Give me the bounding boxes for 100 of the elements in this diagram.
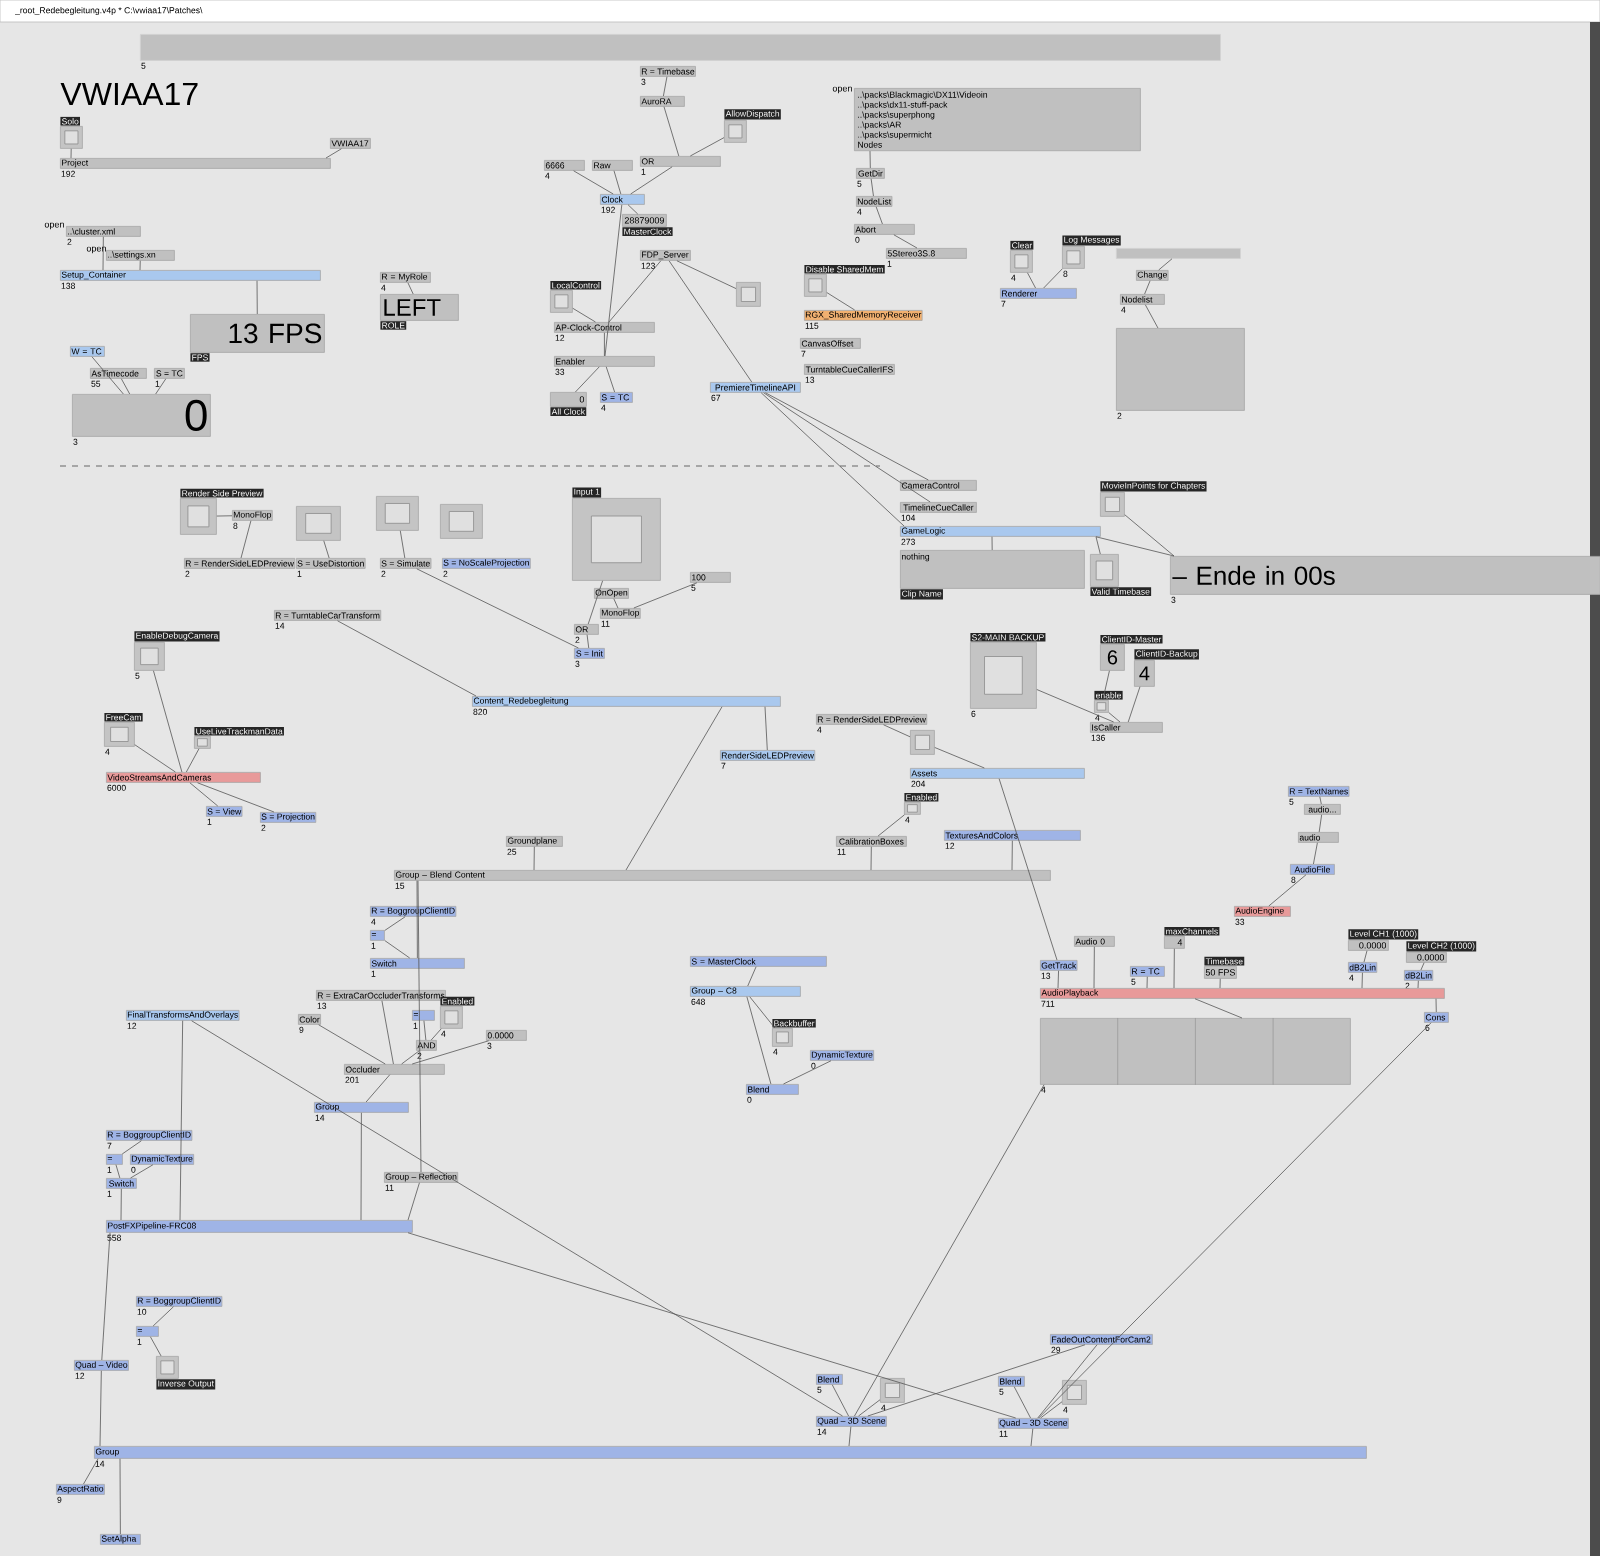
patch-cord [572, 307, 596, 323]
patch-cord [587, 580, 603, 625]
patch-cord [760, 392, 905, 527]
patch-cord [586, 634, 590, 649]
patch-cord [1268, 874, 1307, 907]
patch-cord [115, 1164, 121, 1179]
patch-cord [627, 204, 639, 215]
patch-cord [875, 206, 883, 225]
patch-cord [934, 747, 985, 769]
patch-cord [883, 724, 911, 738]
patch-cord [325, 148, 342, 159]
patch-cord [119, 1458, 121, 1535]
patch-cord [854, 1084, 1045, 1417]
patch-cord [613, 170, 622, 195]
patch-cord [240, 520, 252, 559]
patch-cord [417, 880, 422, 1173]
patch-cord [749, 996, 776, 1029]
patch-cord [1011, 840, 1013, 871]
patch-cord [1318, 814, 1323, 833]
patch-cord [1435, 998, 1437, 1013]
patch-cord [1313, 842, 1318, 865]
patch-cord [185, 748, 200, 773]
patch-cord [150, 1336, 162, 1357]
patch-cord [991, 536, 993, 551]
patch-cord [411, 1040, 490, 1065]
patch-cord [153, 670, 183, 773]
value-display: 4 [1134, 660, 1155, 687]
patch-cord [848, 1426, 852, 1447]
patch-cord [689, 137, 725, 157]
patch-cord [139, 260, 141, 271]
patch-cord [399, 530, 406, 559]
patch-cord [337, 620, 477, 697]
patch-cord [1037, 1344, 1098, 1419]
patch-cord [1093, 946, 1095, 989]
patch-cord [893, 234, 918, 249]
patch-cord [101, 1232, 111, 1361]
patch-cord [323, 540, 330, 559]
patch-cord [663, 76, 668, 97]
patch-cord [1095, 536, 1101, 555]
patch-cord [1420, 962, 1425, 971]
patch-cord [746, 996, 772, 1085]
patch-cord [858, 1399, 881, 1417]
patch-cord [869, 150, 871, 169]
patch-cord [633, 582, 698, 609]
patch-cord [1158, 258, 1173, 271]
patch-cord [189, 782, 219, 807]
patch-cord [120, 1188, 122, 1221]
patch-cord [1363, 950, 1368, 963]
toggle-box [910, 730, 935, 755]
value-display: 0 [72, 394, 211, 437]
patch-cord [179, 1020, 184, 1221]
patch-cord [573, 170, 614, 195]
patch-cord [826, 292, 856, 311]
patch-cord [121, 1140, 142, 1155]
patch-cord [1124, 514, 1175, 557]
patch-cord [613, 598, 619, 609]
patch-cord [91, 356, 124, 395]
patch-cord [604, 204, 623, 357]
patch-cord [1194, 998, 1243, 1019]
patch-cord [1319, 796, 1322, 805]
patch-cord [763, 392, 931, 503]
patch-cord [416, 568, 579, 649]
patch-cord [831, 1384, 849, 1417]
patch-cord [668, 260, 753, 383]
patch-cord [83, 1458, 99, 1485]
patch-cord [998, 778, 1058, 961]
patch-cord [1127, 686, 1141, 723]
empty-bar [1116, 248, 1241, 259]
patch-cord [747, 966, 757, 987]
patch-cord [1417, 980, 1419, 989]
patch-cord [102, 236, 104, 271]
patch-cord [870, 178, 874, 197]
patch-cord [318, 1024, 386, 1065]
patch-cord [152, 1306, 174, 1327]
patch-cord [120, 378, 131, 395]
patch-cord [197, 782, 275, 813]
patch-cord [605, 366, 615, 393]
patch-cord [630, 166, 673, 195]
patch-cord [1038, 1022, 1432, 1419]
patch-cord [765, 392, 929, 481]
patch-cord [783, 1060, 832, 1085]
value-display: LEFT [380, 294, 459, 321]
patch-cord [533, 846, 535, 871]
patch-cord [1043, 268, 1063, 289]
patch-title: VWIAA17 [60, 83, 198, 105]
patch-cord [423, 1020, 427, 1041]
value-display: 6 [1100, 644, 1125, 671]
patch-cord [1030, 1428, 1034, 1447]
patch-cord [604, 332, 605, 357]
patch-cord [1027, 272, 1036, 289]
patch-cord [764, 706, 768, 751]
patch-cord [99, 1370, 102, 1447]
patch-cord [70, 148, 72, 159]
patch-cord [407, 1232, 1017, 1419]
patch-cord [1040, 1401, 1063, 1419]
patch-cord [877, 814, 905, 837]
patch-cord [155, 378, 167, 395]
patch-cord [1102, 670, 1110, 701]
file-list [854, 88, 1141, 152]
patch-cord [401, 1050, 420, 1065]
